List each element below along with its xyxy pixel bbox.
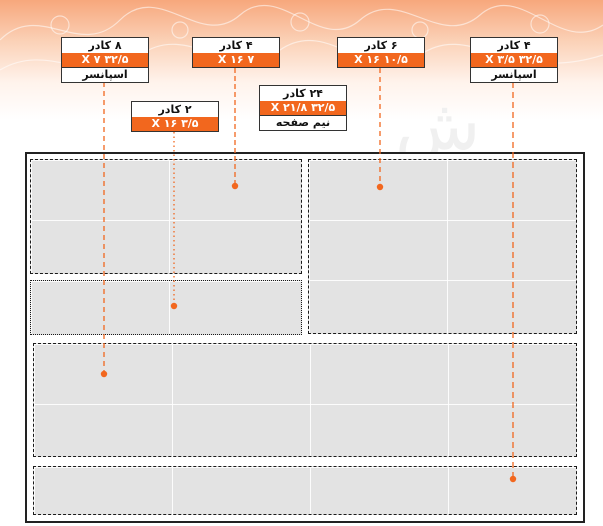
label-2-box: ۲ کادر ۳/۵ X ۱۶ [131,101,219,132]
label-6-box: ۶ کادر ۱۰/۵ X ۱۶ [337,37,425,68]
label-note: اسپانسر [471,67,557,82]
label-note: اسپانسر [62,67,148,82]
zone-6-box-10.5x16[interactable] [308,159,577,334]
label-4-box-7x16: ۴ کادر ۷ X ۱۶ [192,37,280,68]
label-title: ۲ کادر [158,103,192,116]
zone-4-box-7x16[interactable] [30,159,302,274]
label-title: ۶ کادر [364,39,398,52]
label-size: ۳۲/۵ X ۲۱/۸ [260,101,346,115]
zone-4-box-sponsor-strip[interactable] [33,466,577,515]
page-layout [25,152,585,523]
label-4-box-sponsor: ۴ کادر ۳۲/۵ X ۳/۵ اسپانسر [470,37,558,83]
label-note: نیم صفحه [260,115,346,130]
label-size: ۳/۵ X ۱۶ [132,117,218,131]
label-title: ۴ کادر [219,39,253,52]
label-size: ۱۰/۵ X ۱۶ [338,53,424,67]
label-size: ۳۲/۵ X ۳/۵ [471,53,557,67]
label-8-box: ۸ کادر ۳۲/۵ X ۷ اسپانسر [61,37,149,83]
label-size: ۳۲/۵ X ۷ [62,53,148,67]
label-size: ۷ X ۱۶ [193,53,279,67]
label-24-box: ۲۴ کادر ۳۲/۵ X ۲۱/۸ نیم صفحه [259,85,347,131]
label-title: ۲۴ کادر [283,87,323,100]
label-title: ۸ کادر [88,39,122,52]
zone-24-box-half-page[interactable] [33,343,577,457]
zone-2-box-3.5x16[interactable] [30,280,302,335]
label-title: ۴ کادر [497,39,531,52]
